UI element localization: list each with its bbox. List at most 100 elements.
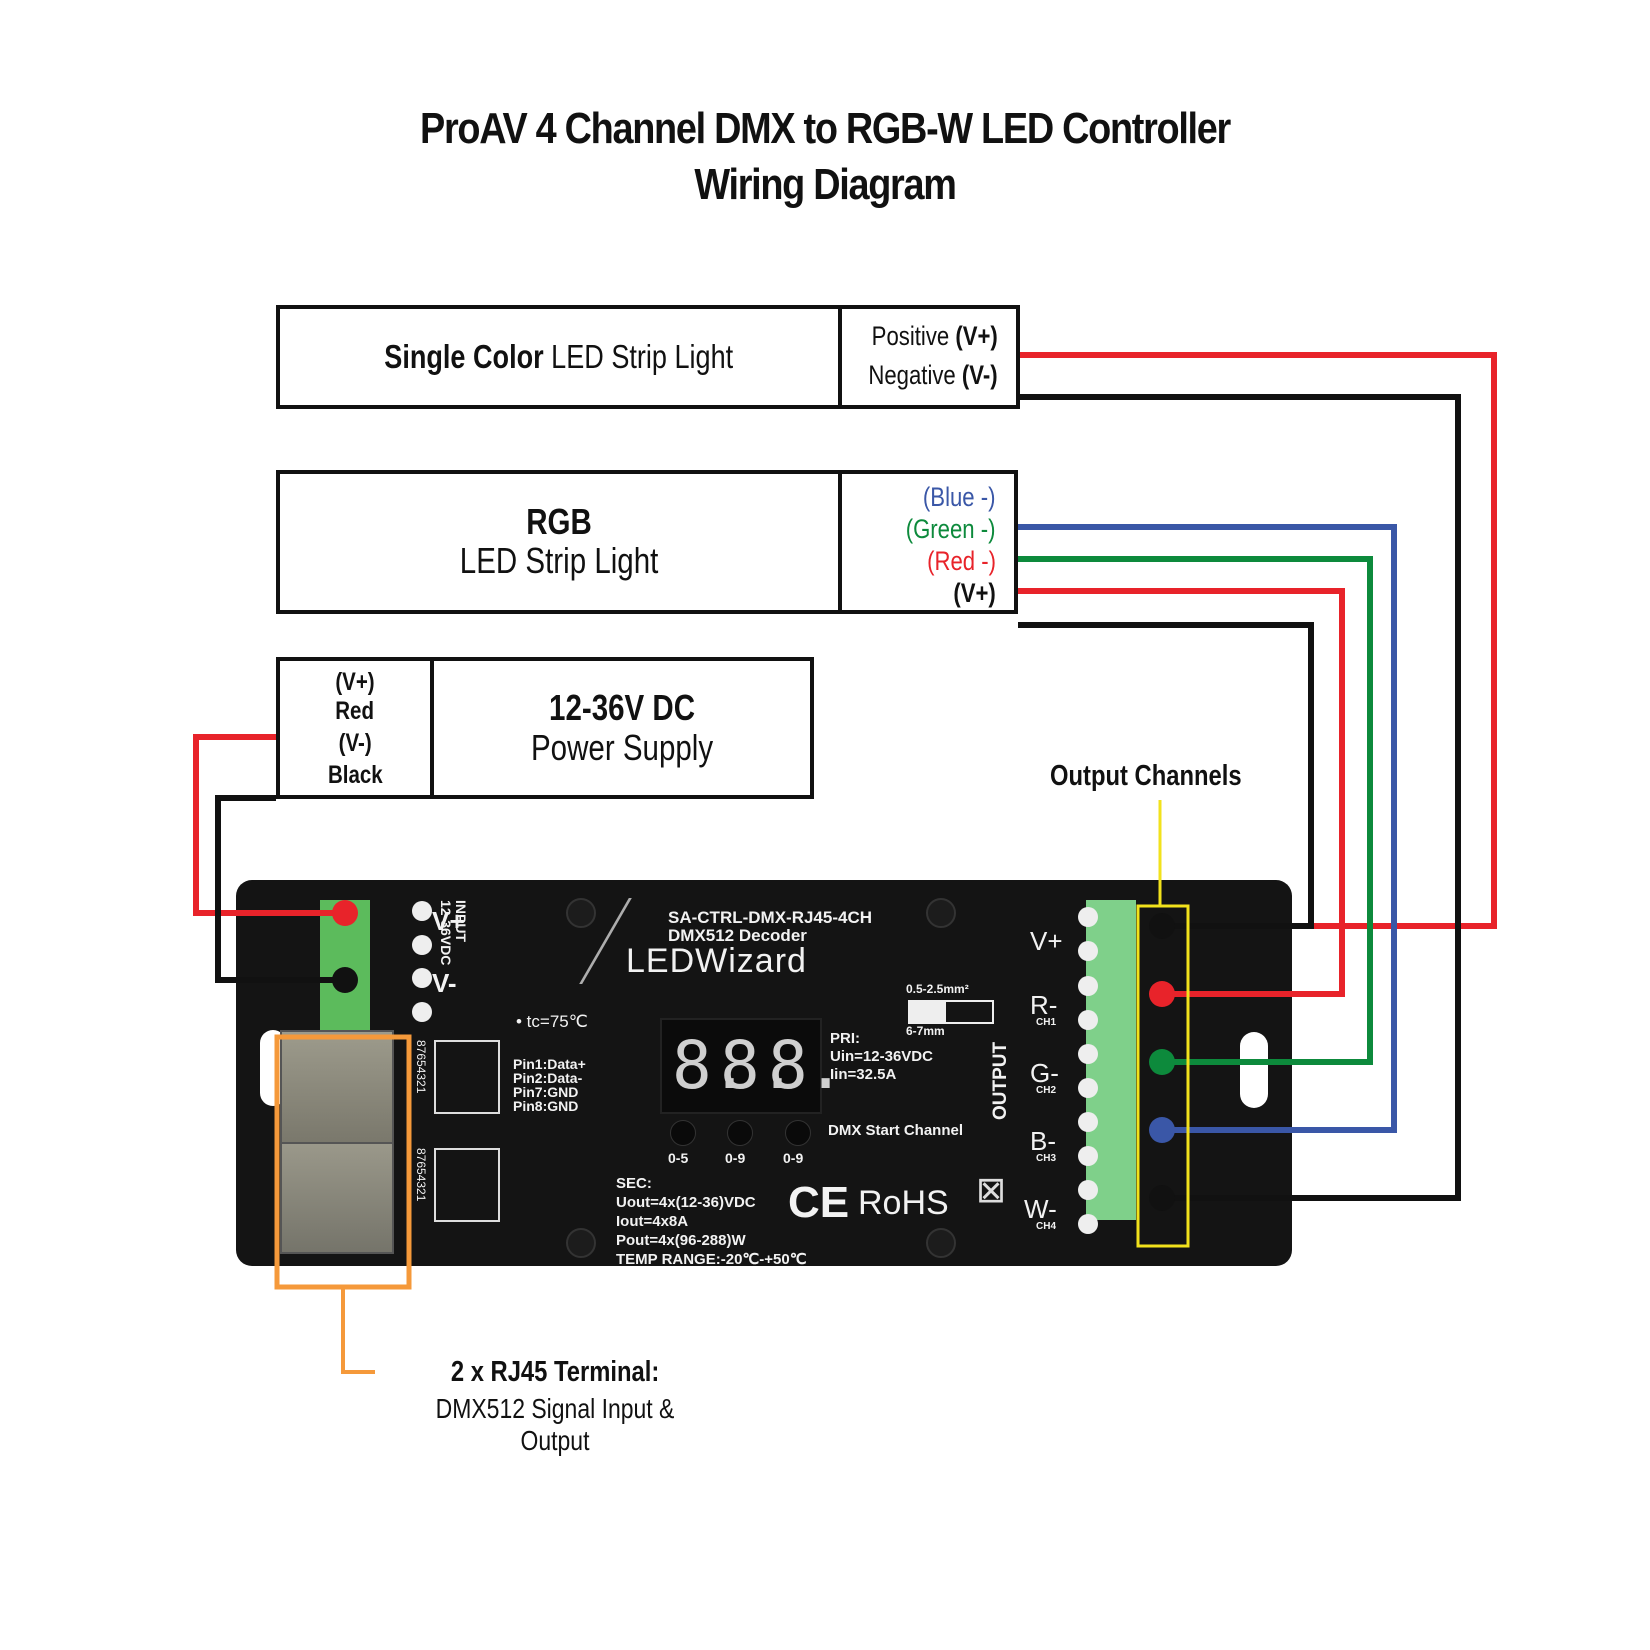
output-g-label: G- [1030,1058,1059,1088]
wire-single-positive [1020,352,1497,929]
input-vminus-dot [332,967,358,993]
ce-mark-icon: CE [788,1178,850,1227]
diagram-title: ProAV 4 Channel DMX to RGB-W LED Control… [420,104,1231,153]
weee-bin-icon: ⊠ [975,1169,1007,1210]
dmx-start-label: DMX Start Channel [828,1122,964,1139]
wire-single-negative [1020,394,1461,1201]
strip-type-label: Single Color [384,338,544,375]
output-ch1-label: CH1 [1036,1017,1057,1028]
box-divider [838,474,842,610]
output-highlight-box [1136,904,1190,1248]
rj45-port-2[interactable] [280,1142,394,1254]
output-channels-callout: Output Channels [1050,760,1242,792]
dial-range-label: 0-9 [725,1150,746,1166]
output-ch4-label: CH4 [1036,1221,1057,1232]
output-ch2-label: CH2 [1036,1085,1057,1096]
diagram-subtitle: Wiring Diagram [694,160,957,209]
terminal-pad-icon [412,901,432,921]
rj45-callout-title: 2 x RJ45 Terminal: [450,1356,660,1388]
device-subtitle: DMX512 Decoder [668,926,807,945]
terminal-negative-label: Negative (V-) [868,360,998,390]
wire-rgb-red [1018,588,1345,997]
output-w-dot [1149,1185,1175,1211]
output-vplus-dot [1149,913,1175,939]
terminal-pad-icon [1078,1146,1098,1166]
dial-range-label: 0-5 [668,1150,689,1166]
terminal-pad-icon [1078,976,1098,996]
display-digit: 8. [672,1027,749,1104]
display-digit: 8. [768,1027,845,1104]
rohs-mark: RoHS [858,1184,949,1222]
terminal-pad-icon [1078,1214,1098,1234]
strip-length-label: 6-7mm [906,1024,945,1038]
rj45-port-1[interactable] [280,1030,394,1144]
output-r-label: R- [1030,990,1058,1020]
terminal-pad-icon [1078,1180,1098,1200]
rj45-icon-1 [434,1040,500,1114]
input-vplus-dot [332,900,358,926]
terminal-vplus-label: (V+) [953,578,996,608]
box-divider [430,661,434,795]
wire-gauge-label: 0.5-2.5mm² [906,982,969,996]
input-vminus-label: V- [432,968,457,998]
wire-rgb-blue [1018,524,1397,1133]
terminal-pad-icon [1078,1112,1098,1132]
terminal-pad-icon [1078,1010,1098,1030]
box-divider [838,309,842,405]
input-vplus-label: V+ [432,906,465,936]
single-color-strip-label: Single Color LED Strip Light [280,309,838,405]
wire-rgb-vplus [1018,622,1314,929]
dial-button-tens[interactable] [727,1120,753,1146]
output-ch3-label: CH3 [1036,1153,1057,1164]
wire-strip-icon [908,1000,994,1024]
power-supply-label: 12-36V DC Power Supply [530,687,714,768]
terminal-pad-icon [1078,907,1098,927]
terminal-positive-label: Positive (V+) [871,321,998,351]
output-r-dot [1149,981,1175,1007]
terminal-pad-icon [412,968,432,988]
wire-rgb-green [1018,556,1373,1065]
wire-power-red [193,734,345,916]
seven-segment-display: 8. 8. 8. [660,1018,845,1114]
terminal-pad-icon [412,935,432,955]
dial-button-ones[interactable] [785,1120,811,1146]
device-model: SA-CTRL-DMX-RJ45-4CH [668,908,873,927]
power-supply-box: (V+) Red (V-) Black 12-36V DC Power Supp… [276,657,814,799]
display-digit: 8. [720,1027,797,1104]
power-terminal-labels: (V+) Red (V-) Black [327,668,383,789]
rj45-callout-line [341,1287,375,1374]
rj45-callout: 2 x RJ45 Terminal: DMX512 Signal Input &… [370,1356,740,1457]
output-b-dot [1149,1117,1175,1143]
rgb-strip-box: RGB LED Strip Light (Blue -) (Green -) (… [276,470,1018,614]
terminal-pad-icon [1078,1044,1098,1064]
terminal-pad-icon [1078,941,1098,961]
dial-button-hundreds[interactable] [670,1120,696,1146]
terminal-blue-label: (Blue -) [923,482,996,512]
rj45-icon-2 [434,1148,500,1222]
output-g-dot [1149,1049,1175,1075]
strip-desc-label: LED Strip Light [551,338,734,375]
terminal-pad-icon [1078,1078,1098,1098]
output-b-label: B- [1030,1126,1056,1156]
terminal-red-label: (Red -) [927,546,996,576]
device-brand: LEDWizard [626,942,807,980]
rj45-highlight-box [274,1034,412,1290]
rj45-callout-desc: DMX512 Signal Input & Output [435,1393,675,1456]
output-vplus-label: V+ [1030,926,1063,956]
single-color-strip-box: Single Color LED Strip Light Positive (V… [276,305,1020,409]
tc-rating: • tc=75℃ [516,1012,588,1031]
screw-icon [926,1228,956,1258]
mounting-slot-right [1240,1032,1268,1108]
output-w-label: W- [1024,1194,1057,1224]
terminal-pad-icon [412,1002,432,1022]
terminal-green-label: (Green -) [906,514,996,544]
screw-icon [566,1228,596,1258]
rgb-strip-label: RGB LED Strip Light [459,501,659,581]
wire-power-black [215,795,345,983]
screw-icon [566,898,596,928]
screw-icon [926,898,956,928]
